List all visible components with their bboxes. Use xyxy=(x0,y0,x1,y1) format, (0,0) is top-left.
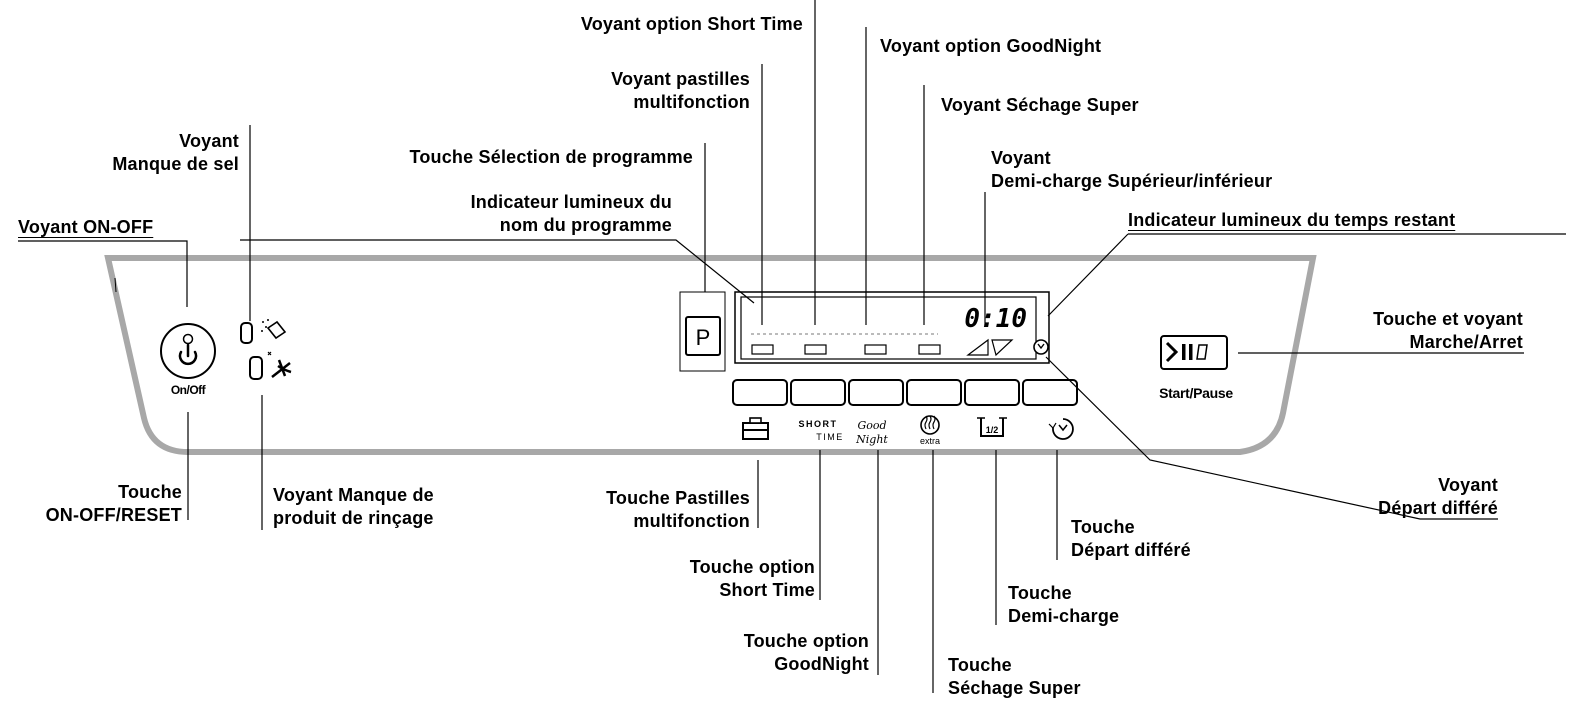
svg-text:Night: Night xyxy=(855,433,888,446)
delay-start-led-icon xyxy=(1033,339,1049,355)
extra-dry-icon: extra xyxy=(920,415,940,446)
leader-lines xyxy=(18,0,1566,693)
panel-mark xyxy=(114,277,117,293)
goodnight-icon: Good Night xyxy=(855,419,888,446)
salt-icon xyxy=(261,319,287,340)
rinse-aid-icon xyxy=(267,351,292,378)
svg-text:1/2: 1/2 xyxy=(986,425,999,435)
rinse-aid-led xyxy=(249,356,263,380)
label-indicateur-temps: Indicateur lumineux du temps restant xyxy=(1128,210,1456,230)
program-key-label: P xyxy=(696,325,711,350)
svg-text:extra: extra xyxy=(920,436,940,446)
onoff-button[interactable] xyxy=(160,323,216,379)
power-icon xyxy=(178,343,198,366)
key-half-load[interactable] xyxy=(964,379,1020,406)
onoff-caption: On/Off xyxy=(171,383,207,397)
key-extra-dry[interactable] xyxy=(906,379,962,406)
svg-text:SHORT: SHORT xyxy=(799,419,838,429)
key-multitab[interactable] xyxy=(732,379,788,406)
label-voyant-onoff: Voyant ON-OFF xyxy=(18,217,154,237)
salt-led xyxy=(240,322,253,344)
short-time-icon: SHORT TIME xyxy=(799,419,844,442)
delay-start-icon xyxy=(1048,418,1074,440)
led-short-time xyxy=(804,344,827,355)
start-pause-button[interactable] xyxy=(1160,335,1228,370)
svg-text:TIME: TIME xyxy=(816,432,844,442)
half-load-icon: 1/2 xyxy=(977,417,1007,437)
multitab-icon xyxy=(742,417,769,440)
program-key[interactable] xyxy=(679,291,726,372)
key-delay-start[interactable] xyxy=(1022,379,1078,406)
play-pause-icon xyxy=(1165,341,1179,363)
half-load-leds xyxy=(966,338,1014,357)
label-voyant-goodnight: Voyant option GoodNight xyxy=(880,36,1102,56)
svg-text:Good: Good xyxy=(857,419,886,432)
start-pause-caption: Start/Pause xyxy=(1159,385,1233,401)
label-voyant-sechage: Voyant Séchage Super xyxy=(941,95,1139,115)
led-multitab xyxy=(751,344,774,355)
key-goodnight[interactable] xyxy=(848,379,904,406)
key-short-time[interactable] xyxy=(790,379,846,406)
led-goodnight xyxy=(864,344,887,355)
label-voyant-short-time: Voyant option Short Time xyxy=(580,14,803,34)
led-extra-dry xyxy=(918,344,941,355)
label-touche-selection: Touche Sélection de programme xyxy=(409,147,693,167)
time-remaining-display: 0:10 xyxy=(964,304,1027,334)
